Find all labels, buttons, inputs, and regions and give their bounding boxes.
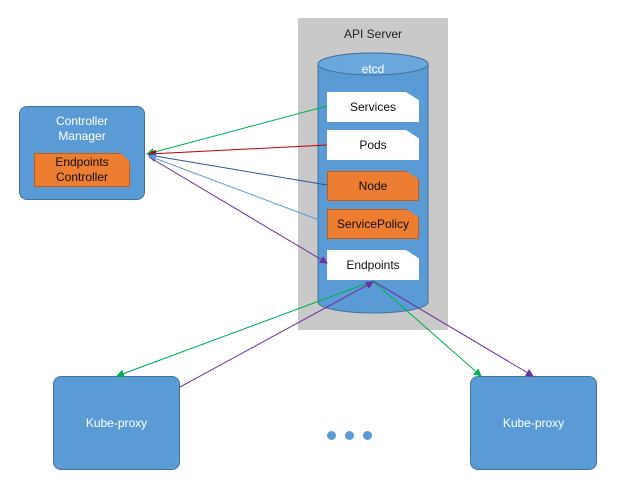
ellipsis-dot <box>363 431 372 440</box>
controller-manager-title-line2: Manager <box>58 129 106 143</box>
controller-manager-title-line1: Controller <box>55 114 109 128</box>
etcd-title: etcd <box>361 62 385 76</box>
arrow-kube-proxy-left-to-endpoints <box>179 281 374 388</box>
etcd-item-endpoints: Endpoints <box>327 250 419 280</box>
etcd-item-label: Node <box>358 179 388 193</box>
etcd-item-servicepolicy: ServicePolicy <box>327 209 419 239</box>
kube-proxy-left: Kube-proxy <box>53 376 180 470</box>
arrow-endpoints-to-kube-proxy-right-green <box>372 280 482 377</box>
ellipsis-dot <box>345 431 354 440</box>
etcd-item-node: Node <box>327 171 419 201</box>
arrow-endpoints-to-kube-proxy-left <box>116 280 374 378</box>
kube-proxy-label: Kube-proxy <box>502 416 565 430</box>
etcd-item-label: Pods <box>359 138 387 152</box>
arrow-servicepolicy-to-controller <box>148 154 328 224</box>
etcd-item-label: ServicePolicy <box>336 217 410 231</box>
api-server-title: API Server <box>343 27 403 41</box>
kube-proxy-label: Kube-proxy <box>85 416 148 430</box>
ellipsis-dot <box>327 431 336 440</box>
etcd-item-services: Services <box>327 92 419 122</box>
etcd-item-label: Endpoints <box>346 258 400 272</box>
arrow-controller-to-endpoints <box>148 156 328 264</box>
endpoints-controller-box: Endpoints Controller <box>34 153 130 187</box>
endpoints-controller-line1: Endpoints <box>55 155 109 169</box>
endpoints-controller-line2: Controller <box>55 170 109 184</box>
etcd-item-pods: Pods <box>327 130 419 160</box>
arrow-services-to-controller <box>146 105 328 157</box>
arrow-endpoints-to-kube-proxy-right-purple <box>372 280 534 377</box>
etcd-item-label: Services <box>349 100 396 114</box>
arrow-pods-to-controller <box>148 144 328 158</box>
arrow-node-to-controller <box>148 152 328 186</box>
kube-proxy-right: Kube-proxy <box>470 376 597 470</box>
controller-manager-title: Controller Manager <box>19 114 145 144</box>
